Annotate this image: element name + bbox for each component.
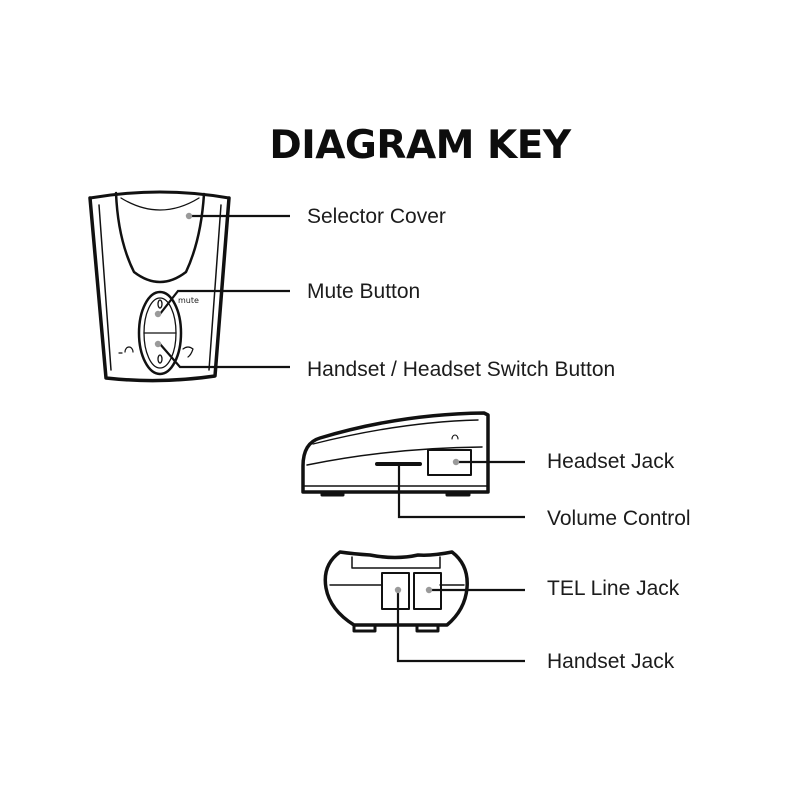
leader-handset-jack xyxy=(396,592,525,663)
selector-cover-shape xyxy=(114,191,206,284)
headset-icon xyxy=(124,346,134,353)
front-body-top xyxy=(88,190,231,200)
side-view-device xyxy=(301,411,490,497)
side-foot-right xyxy=(445,490,471,497)
label-selector-cover: Selector Cover xyxy=(307,205,446,228)
marker-headset-jack xyxy=(452,458,460,466)
marker-handset-jack xyxy=(394,586,402,594)
handset-icon xyxy=(182,346,194,358)
front-body-outline xyxy=(88,196,231,383)
button-oval-outer xyxy=(137,290,183,376)
marker-switch-button xyxy=(154,340,162,348)
label-handset-jack: Handset Jack xyxy=(547,650,675,673)
label-mute-button: Mute Button xyxy=(307,280,421,303)
mute-printed-text: mute xyxy=(178,296,199,305)
front-inner-left xyxy=(98,204,112,371)
rear-body-outline xyxy=(323,550,469,627)
leader-volume-control xyxy=(397,466,525,519)
selector-cover-arc xyxy=(120,197,200,211)
marker-mute-button xyxy=(154,310,162,318)
diagram-title: DIAGRAM KEY xyxy=(269,123,571,168)
rear-foot-left xyxy=(352,623,377,633)
label-tel-line-jack: TEL Line Jack xyxy=(547,577,680,600)
switch-button-dot xyxy=(157,354,163,364)
label-headset-jack: Headset Jack xyxy=(547,450,675,473)
leader-lines xyxy=(159,214,525,663)
label-handset-headset-switch-button: Handset / Headset Switch Button xyxy=(307,358,616,381)
rear-top-ledge xyxy=(351,556,441,569)
leader-switch-button xyxy=(159,343,290,369)
rear-foot-right xyxy=(415,623,440,633)
leader-mute-button xyxy=(159,289,290,315)
side-mid-line xyxy=(306,446,483,466)
side-body-outline xyxy=(301,411,490,494)
side-top-line xyxy=(312,419,479,445)
marker-tel-line-jack xyxy=(425,586,433,594)
front-view-device xyxy=(88,190,231,383)
handset-jack-port xyxy=(381,572,410,610)
marker-dots xyxy=(154,212,460,594)
side-foot-left xyxy=(320,490,345,497)
label-volume-control: Volume Control xyxy=(547,507,691,530)
front-inner-right xyxy=(208,204,222,371)
marker-selector-cover xyxy=(185,212,193,220)
mute-button-dot xyxy=(157,299,163,309)
side-headset-icon xyxy=(451,434,459,440)
